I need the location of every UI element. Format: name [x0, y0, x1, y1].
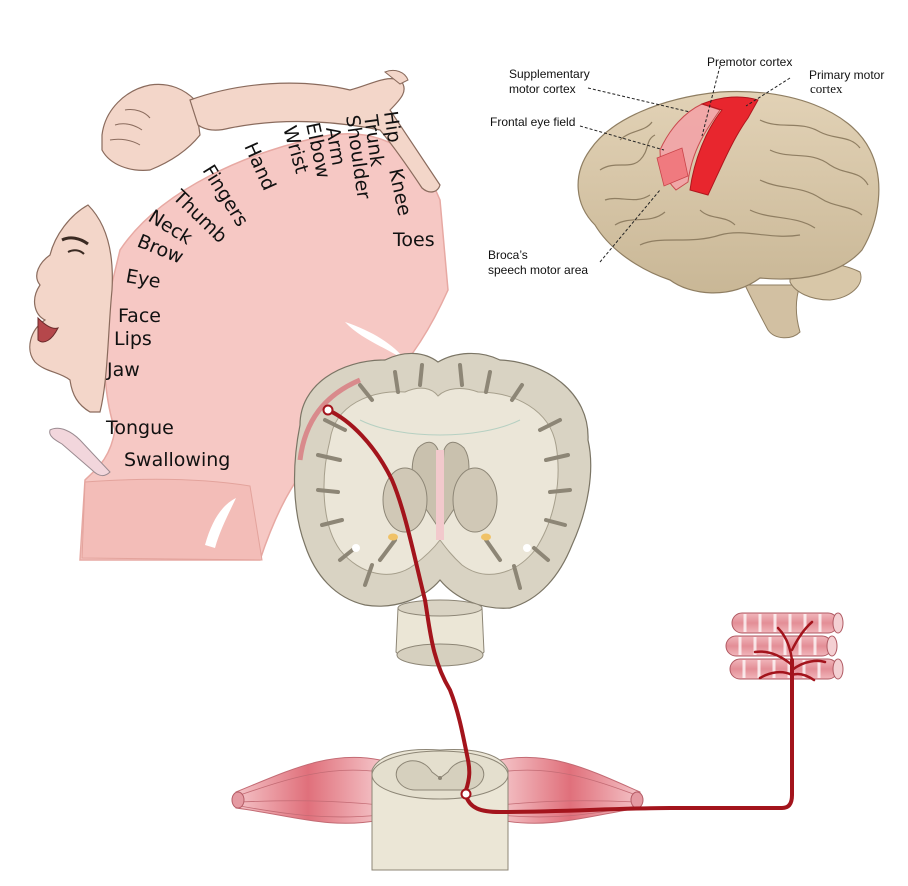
- label-toes: Toes: [392, 229, 435, 251]
- callout-lines: [579, 65, 791, 263]
- spinal-cord-section: [231, 749, 644, 871]
- nerve-terminals: [753, 620, 827, 682]
- nerve-end-left: [231, 791, 245, 809]
- cerebrum: [577, 90, 880, 294]
- label-supplementary-1: Supplementary: [509, 67, 590, 81]
- spinal-cord-top: [371, 750, 509, 800]
- label-lips: Lips: [114, 328, 152, 350]
- brain-labels: Premotor cortex Primary motor cortex Sup…: [488, 55, 884, 277]
- eye: [67, 249, 85, 255]
- foot: [384, 69, 409, 85]
- brain-stem: [744, 284, 801, 339]
- frontal-eye-patch: [656, 147, 689, 187]
- brainstem-top: [397, 599, 483, 617]
- face-profile: [29, 204, 113, 413]
- corpus-callosum-fibers: [359, 419, 521, 436]
- thalamus-right: [452, 467, 498, 533]
- upper-motor-neuron-soma: [322, 404, 334, 416]
- label-broca-1: Broca’s: [488, 248, 528, 262]
- label-face: Face: [118, 305, 161, 327]
- lower-motor-neuron-axon: [464, 658, 794, 814]
- label-jaw: Jaw: [106, 359, 140, 381]
- nucleus-right: [481, 533, 491, 541]
- lateral-brain-illustration: Premotor cortex Primary motor cortex Sup…: [488, 55, 884, 339]
- tongue-pharynx: [49, 427, 111, 477]
- gyri-lines: [599, 119, 869, 246]
- lower-motor-neuron-soma: [460, 788, 472, 800]
- open-mouth: [37, 316, 59, 343]
- nerve-end-right: [630, 791, 644, 809]
- hole-right: [523, 544, 531, 552]
- label-premotor-cortex: Premotor cortex: [707, 55, 792, 69]
- motor-cortex-edge: [297, 377, 361, 461]
- motor-homunculus: Toes Knee Hip Trunk Shoulder Arm Elbow W…: [29, 69, 449, 561]
- homunculus-white-notch: [345, 322, 405, 360]
- label-frontal-eye-field: Frontal eye field: [490, 115, 575, 129]
- label-primary-motor-2: cortex: [810, 81, 843, 96]
- label-swallowing: Swallowing: [124, 449, 230, 471]
- hole-left: [352, 544, 360, 552]
- brainstem-bottom: [396, 643, 484, 667]
- primary-motor-strip: [689, 96, 759, 196]
- central-canal: [438, 776, 442, 780]
- septum: [436, 450, 444, 540]
- nerve-root-left: [235, 756, 381, 824]
- homunculus-bottom-notch: [205, 498, 236, 548]
- upper-motor-neuron-axon: [326, 408, 472, 792]
- label-tongue: Tongue: [105, 417, 174, 439]
- label-hip: Hip: [379, 110, 405, 144]
- eyebrow: [61, 236, 89, 246]
- muscle-fiber-3: [729, 658, 844, 680]
- hand-fist: [101, 83, 201, 171]
- label-broca-2: speech motor area: [488, 263, 588, 277]
- homunculus-bottom-lobe: [81, 478, 263, 561]
- motor-tract: [322, 404, 827, 814]
- label-supplementary-2: motor cortex: [509, 82, 576, 96]
- brainstem-segment: [395, 599, 485, 667]
- label-primary-motor-1: Primary motor: [809, 68, 884, 82]
- gray-matter: [395, 760, 485, 791]
- arm-leg-band: [189, 78, 441, 193]
- muscle-fiber-2: [725, 635, 838, 657]
- muscle-fiber-1: [731, 612, 844, 634]
- coronal-sulci: [316, 363, 572, 590]
- nucleus-left: [388, 533, 398, 541]
- muscle-fibers: [725, 612, 844, 680]
- coronal-brain-section: [293, 352, 592, 609]
